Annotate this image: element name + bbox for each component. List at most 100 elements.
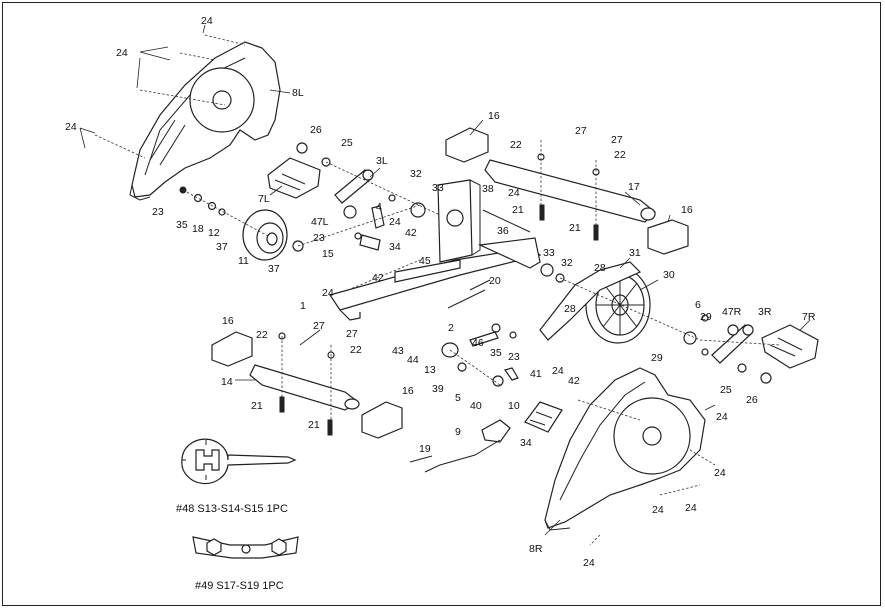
small-hardware xyxy=(179,142,772,463)
label-24: 24 xyxy=(552,365,564,377)
label-25: 25 xyxy=(720,384,732,396)
label-29: 29 xyxy=(651,352,663,364)
label-2: 2 xyxy=(448,322,454,334)
label-24: 24 xyxy=(65,121,77,133)
label-22: 22 xyxy=(350,344,362,356)
left-side-cover-8L xyxy=(129,41,281,201)
spanner-caption: #49 S17-S19 1PC xyxy=(195,580,284,592)
label-7R: 7R xyxy=(802,311,816,323)
label-34: 34 xyxy=(389,241,401,253)
leader-lines xyxy=(79,24,811,536)
label-39: 39 xyxy=(432,383,444,395)
label-36: 36 xyxy=(497,225,509,237)
label-21: 21 xyxy=(251,400,263,412)
double-spanner-icon xyxy=(192,536,299,559)
label-24: 24 xyxy=(583,557,595,569)
rear-stabilizer-17 xyxy=(484,159,656,223)
label-24: 24 xyxy=(389,216,401,228)
label-16: 16 xyxy=(222,315,234,327)
label-43: 43 xyxy=(392,345,404,357)
label-42: 42 xyxy=(372,272,384,284)
allen-wrench-icon xyxy=(181,438,297,485)
label-22: 22 xyxy=(256,329,268,341)
label-26: 26 xyxy=(746,394,758,406)
label-5: 5 xyxy=(455,392,461,404)
label-17: 17 xyxy=(628,181,640,193)
label-30: 30 xyxy=(663,269,675,281)
label-23: 23 xyxy=(508,351,520,363)
label-27: 27 xyxy=(611,134,623,146)
label-35: 35 xyxy=(490,347,502,359)
label-16: 16 xyxy=(488,110,500,122)
label-29: 29 xyxy=(700,311,712,323)
label-21: 21 xyxy=(569,222,581,234)
label-27: 27 xyxy=(575,125,587,137)
sensor-cable xyxy=(424,439,501,473)
label-9: 9 xyxy=(455,426,461,438)
label-12: 12 xyxy=(208,227,220,239)
pedal-7L xyxy=(267,157,321,199)
label-18: 18 xyxy=(192,223,204,235)
front-stabilizer-14 xyxy=(249,364,360,411)
console-10 xyxy=(524,401,563,433)
label-15: 15 xyxy=(322,248,334,260)
label-42: 42 xyxy=(568,375,580,387)
label-6: 6 xyxy=(695,299,701,311)
label-23: 23 xyxy=(152,206,164,218)
label-24: 24 xyxy=(685,502,697,514)
label-25: 25 xyxy=(341,137,353,149)
label-27: 27 xyxy=(313,320,325,332)
label-23: 23 xyxy=(313,232,325,244)
label-3R: 3R xyxy=(758,306,772,318)
label-31: 31 xyxy=(629,247,641,259)
label-24: 24 xyxy=(322,287,334,299)
label-44: 44 xyxy=(407,354,419,366)
label-33: 33 xyxy=(432,182,444,194)
label-33: 33 xyxy=(543,247,555,259)
label-21: 21 xyxy=(512,204,524,216)
alignment-lines xyxy=(94,34,781,546)
label-20: 20 xyxy=(489,275,501,287)
label-24: 24 xyxy=(652,504,664,516)
label-46: 46 xyxy=(472,337,484,349)
label-7L: 7L xyxy=(258,193,270,205)
label-13: 13 xyxy=(424,364,436,376)
label-22: 22 xyxy=(510,139,522,151)
label-8L: 8L xyxy=(292,87,304,99)
label-22: 22 xyxy=(614,149,626,161)
label-42: 42 xyxy=(405,227,417,239)
wrench-caption: #48 S13-S14-S15 1PC xyxy=(176,503,288,515)
crank-arm-3L xyxy=(334,169,374,204)
right-side-cover-8R xyxy=(544,367,706,531)
label-45: 45 xyxy=(419,255,431,267)
label-1: 1 xyxy=(300,300,306,312)
end-caps-16 xyxy=(211,127,689,439)
label-10: 10 xyxy=(508,400,520,412)
label-40: 40 xyxy=(470,400,482,412)
flywheel-11 xyxy=(242,209,288,261)
label-28: 28 xyxy=(564,303,576,315)
label-24: 24 xyxy=(116,47,128,59)
label-26: 26 xyxy=(310,124,322,136)
bracket-31 xyxy=(539,261,642,341)
label-14: 14 xyxy=(221,376,233,388)
main-frame-1 xyxy=(329,179,542,321)
label-32: 32 xyxy=(561,257,573,269)
label-24: 24 xyxy=(508,187,520,199)
label-28: 28 xyxy=(594,262,606,274)
label-3L: 3L xyxy=(376,155,388,167)
label-47R: 47R xyxy=(722,306,742,318)
label-35: 35 xyxy=(176,219,188,231)
label-16: 16 xyxy=(681,204,693,216)
label-16: 16 xyxy=(402,385,414,397)
label-4: 4 xyxy=(376,201,382,213)
label-37: 37 xyxy=(268,263,280,275)
label-47L: 47L xyxy=(311,216,329,228)
tension-knob-9 xyxy=(481,419,511,443)
label-24: 24 xyxy=(716,411,728,423)
label-24: 24 xyxy=(714,467,726,479)
label-8R: 8R xyxy=(529,543,543,555)
label-11: 11 xyxy=(238,255,249,267)
